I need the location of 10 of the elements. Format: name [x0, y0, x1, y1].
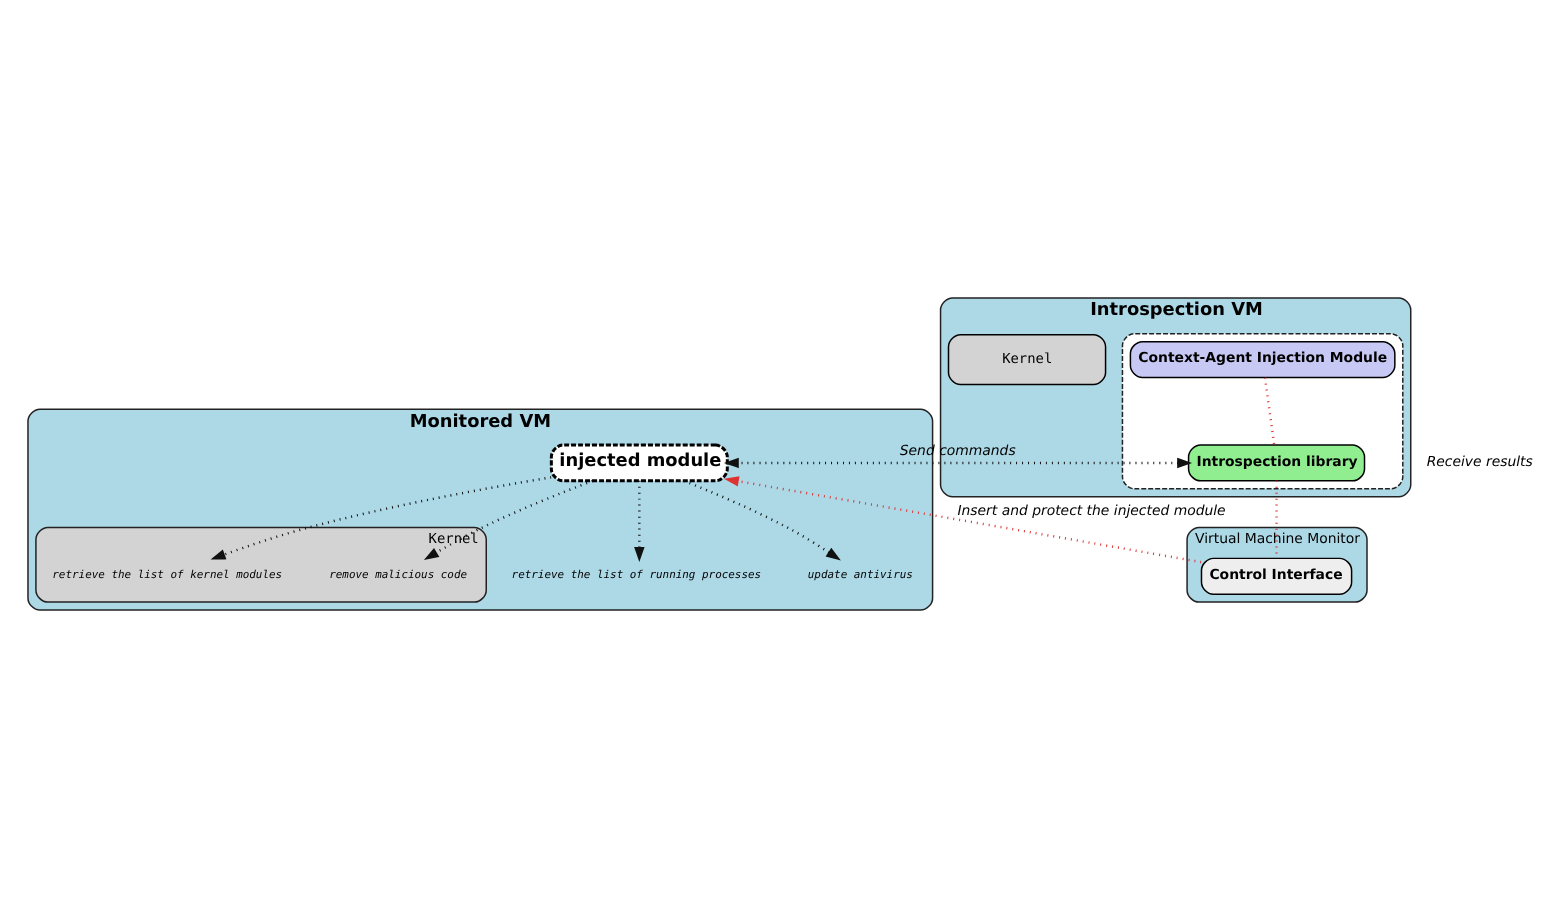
- arrow: [683, 478, 841, 560]
- arrow: [210, 475, 552, 559]
- node-box: injected module: [549, 442, 729, 482]
- arrow: [423, 478, 593, 560]
- connector: [1263, 376, 1276, 445]
- arrow: [723, 456, 1193, 468]
- cluster: [1121, 331, 1404, 489]
- arrow: [723, 475, 1202, 563]
- connector: [1275, 479, 1278, 558]
- arrow: [634, 479, 645, 561]
